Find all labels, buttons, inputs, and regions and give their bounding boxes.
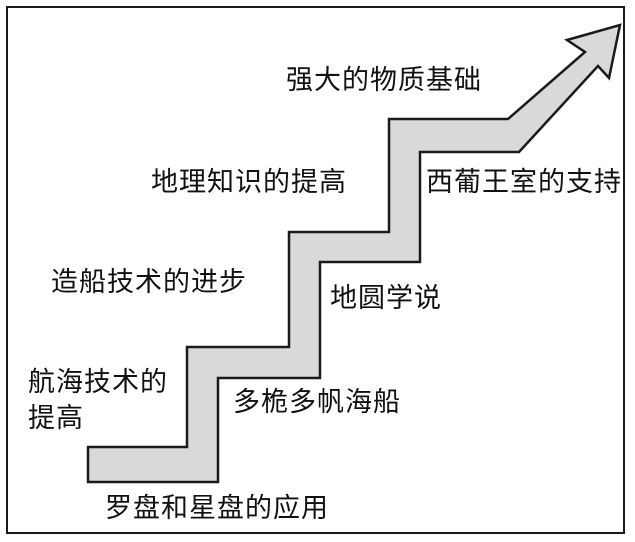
label-round-earth: 地圆学说 — [330, 283, 442, 314]
staircase-arrow-shape — [86, 23, 622, 484]
label-multi-mast: 多桅多帆海船 — [233, 387, 401, 418]
label-shipbuilding: 造船技术的进步 — [51, 267, 247, 298]
label-top-goal: 强大的物质基础 — [286, 65, 482, 96]
label-royal-support: 西葡王室的支持 — [426, 167, 622, 198]
label-navigation: 航海技术的 提高 — [28, 367, 168, 434]
label-compass: 罗盘和星盘的应用 — [105, 493, 329, 524]
label-geo-knowledge: 地理知识的提高 — [151, 167, 347, 198]
